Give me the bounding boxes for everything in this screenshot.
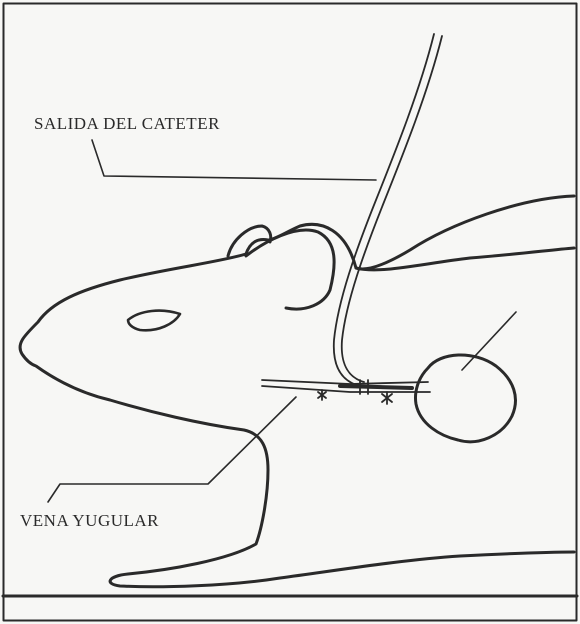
catheter-in-vein	[340, 386, 412, 388]
catheter-exit-label: SALIDA DEL CATETER	[34, 114, 220, 134]
ligature-right	[382, 392, 392, 404]
ligature-left	[318, 390, 326, 400]
rat-eye	[128, 311, 180, 331]
jugular-vein-top	[262, 380, 428, 384]
catheter-tube-outer	[334, 34, 434, 386]
chest-mass	[416, 355, 516, 442]
catheter-tube-inner	[342, 36, 442, 382]
rat-ear-front	[246, 230, 334, 309]
jugular-vein-label: VENA YUGULAR	[20, 511, 159, 531]
rat-back-line	[356, 248, 574, 270]
catheter-leader-line	[92, 140, 376, 180]
vein-leader-line	[48, 397, 296, 502]
